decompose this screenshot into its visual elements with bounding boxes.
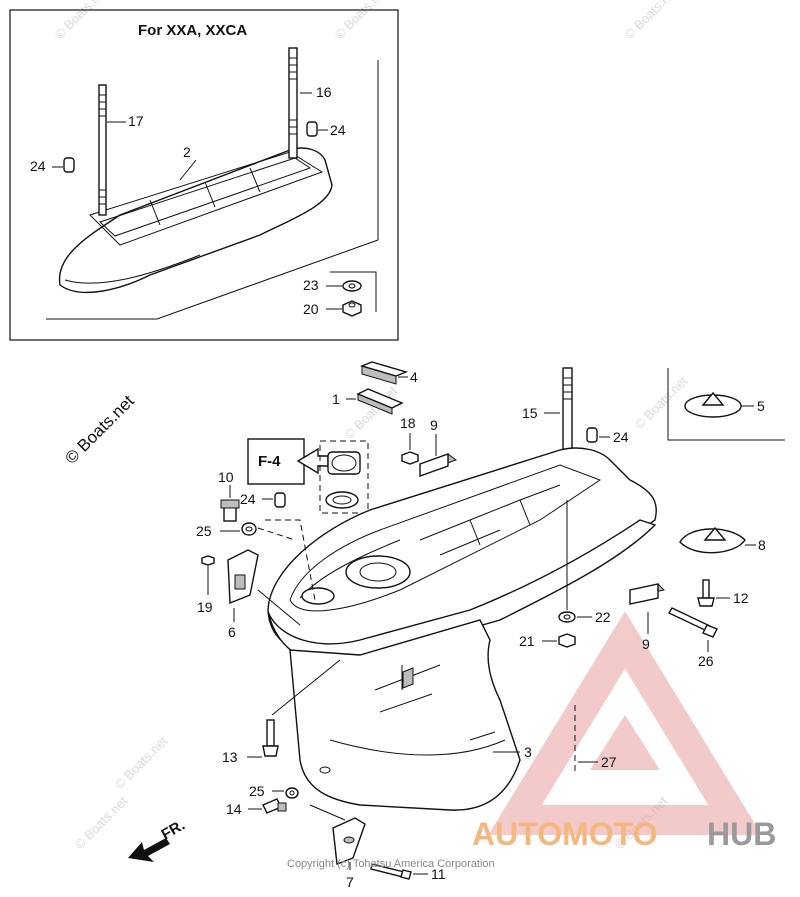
bearing-part: [327, 451, 361, 475]
part-24-dowel-main-left: [274, 492, 286, 508]
callout-24-inset-right: 24: [330, 122, 346, 138]
callout-12: 12: [733, 590, 749, 606]
callout-5: 5: [757, 398, 765, 414]
part-10-plug: [220, 499, 240, 522]
part-22-washer: [558, 611, 576, 623]
callout-25-upper: 25: [196, 523, 212, 539]
reference-label: F-4: [258, 453, 281, 470]
callout-23: 23: [303, 277, 319, 293]
callout-6: 6: [228, 624, 236, 640]
callout-27: 27: [601, 754, 617, 770]
part-19-nut: [201, 555, 215, 566]
front-label: FR.: [159, 817, 188, 844]
callout-14: 14: [226, 801, 242, 817]
part-25-washer-lower: [285, 787, 299, 799]
callout-24-inset-left: 24: [30, 158, 46, 174]
part-12-bolt: [697, 579, 715, 607]
part-24-dowel-right: [586, 427, 598, 443]
watermark-tile: © Boats.net: [52, 0, 111, 42]
callout-2: 2: [183, 144, 191, 160]
callout-7: 7: [346, 874, 354, 890]
brand-logo-mark: [488, 611, 762, 835]
part-23-washer: [342, 280, 362, 292]
part-8-anode: [679, 526, 746, 554]
part-9-block-lower: [628, 583, 666, 605]
part-1-block: [356, 388, 404, 415]
part-11-bolt: [370, 863, 412, 880]
part-9-block-upper: [418, 453, 458, 477]
part-13-bolt: [262, 719, 279, 757]
part-7-cover: [332, 817, 366, 865]
callout-18: 18: [400, 415, 416, 431]
callout-9-lower: 9: [642, 636, 650, 652]
callout-17: 17: [128, 113, 144, 129]
watermark-tile: © Boats.net: [622, 0, 681, 42]
part-2-case-top: [58, 147, 333, 293]
callout-24-right: 24: [613, 429, 629, 445]
callout-1: 1: [332, 391, 340, 407]
callout-9-upper: 9: [430, 417, 438, 433]
callout-16: 16: [316, 84, 332, 100]
front-direction-arrow: [128, 838, 170, 862]
inset-panel: For XXA, XXCA: [9, 9, 399, 341]
part-5-detail: 5: [667, 368, 785, 441]
callout-8: 8: [758, 537, 766, 553]
part-17-stud: [98, 84, 107, 216]
part-24-dowel: [63, 121, 318, 173]
watermark-tile: © Boats.net: [72, 793, 131, 852]
part-26-bolt: [668, 607, 718, 638]
part-6-cover: [227, 549, 259, 605]
circlip-part: [325, 491, 359, 509]
part-4-block: [359, 361, 409, 385]
part-16-stud: [288, 47, 298, 159]
part-18-nut: [401, 451, 419, 465]
watermark-tile: © Boats.net: [332, 0, 391, 42]
watermark-tile: © Boats.net: [112, 733, 171, 792]
callout-10: 10: [218, 469, 234, 485]
brand-part-2: HUB: [707, 816, 776, 852]
part-21-nut: [558, 633, 576, 648]
brand-part-1: AUTOMOTO: [472, 816, 657, 852]
callout-3: 3: [524, 744, 532, 760]
watermark-tile: © Boats.net: [632, 373, 691, 432]
callout-15: 15: [522, 405, 538, 421]
part-3-gear-case: [267, 447, 657, 811]
reference-f4: F-4: [247, 438, 369, 514]
callout-11: 11: [431, 866, 446, 882]
part-20-nut: [342, 300, 362, 317]
part-25-washer-upper: [241, 522, 257, 536]
callout-13: 13: [222, 749, 238, 765]
callout-22: 22: [595, 609, 611, 625]
copyright-text: Copyright (c) Tohatsu America Corporatio…: [287, 858, 495, 870]
callout-24-main-left: 24: [240, 491, 256, 507]
callout-20: 20: [303, 301, 319, 317]
callout-4: 4: [410, 369, 418, 385]
brand-wordmark: AUTOMOTO HUB: [472, 816, 776, 852]
callout-26: 26: [698, 653, 714, 669]
part-14-screw: [262, 798, 287, 814]
callout-19: 19: [197, 599, 213, 615]
site-watermark: © Boats.net: [61, 391, 138, 468]
callout-25-lower: 25: [249, 783, 265, 799]
inset-title: For XXA, XXCA: [138, 22, 247, 39]
callout-21: 21: [519, 633, 535, 649]
